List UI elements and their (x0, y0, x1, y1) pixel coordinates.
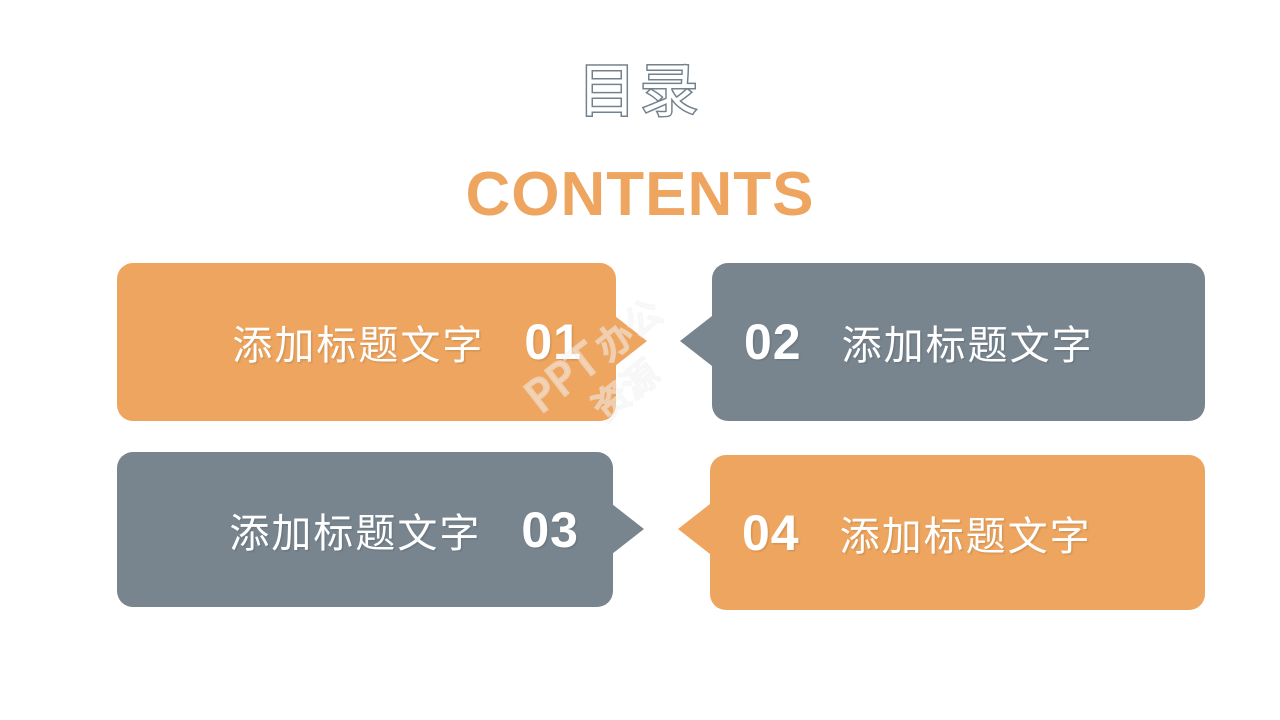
contents-item-03-inner: 添加标题文字 03 (117, 452, 613, 607)
contents-item-03[interactable]: 添加标题文字 03 (117, 452, 613, 607)
arrow-left-item-04 (678, 504, 710, 554)
contents-item-04-number: 04 (742, 504, 800, 561)
contents-item-02-inner: 02 添加标题文字 (712, 263, 1205, 421)
contents-item-01-number: 01 (524, 314, 582, 370)
contents-item-02-label: 添加标题文字 (841, 323, 1094, 369)
contents-item-01-label: 添加标题文字 (232, 323, 485, 369)
contents-item-03-label: 添加标题文字 (229, 510, 482, 557)
page-title-english: CONTENTS (465, 160, 815, 229)
arrow-left-item-02 (680, 316, 712, 366)
page-title-chinese: 目录 (576, 56, 702, 127)
contents-item-02[interactable]: 02 添加标题文字 (712, 263, 1205, 421)
contents-item-04-inner: 04 添加标题文字 (710, 455, 1205, 610)
contents-item-03-number: 03 (521, 501, 579, 558)
contents-item-02-number: 02 (744, 314, 802, 370)
contents-item-01-inner: 添加标题文字 01 (117, 263, 616, 421)
arrow-right-item-01 (615, 316, 647, 366)
contents-item-04-label: 添加标题文字 (839, 513, 1092, 560)
contents-item-04[interactable]: 04 添加标题文字 (710, 455, 1205, 610)
contents-item-01[interactable]: 添加标题文字 01 (117, 263, 616, 421)
arrow-right-item-03 (612, 504, 644, 554)
